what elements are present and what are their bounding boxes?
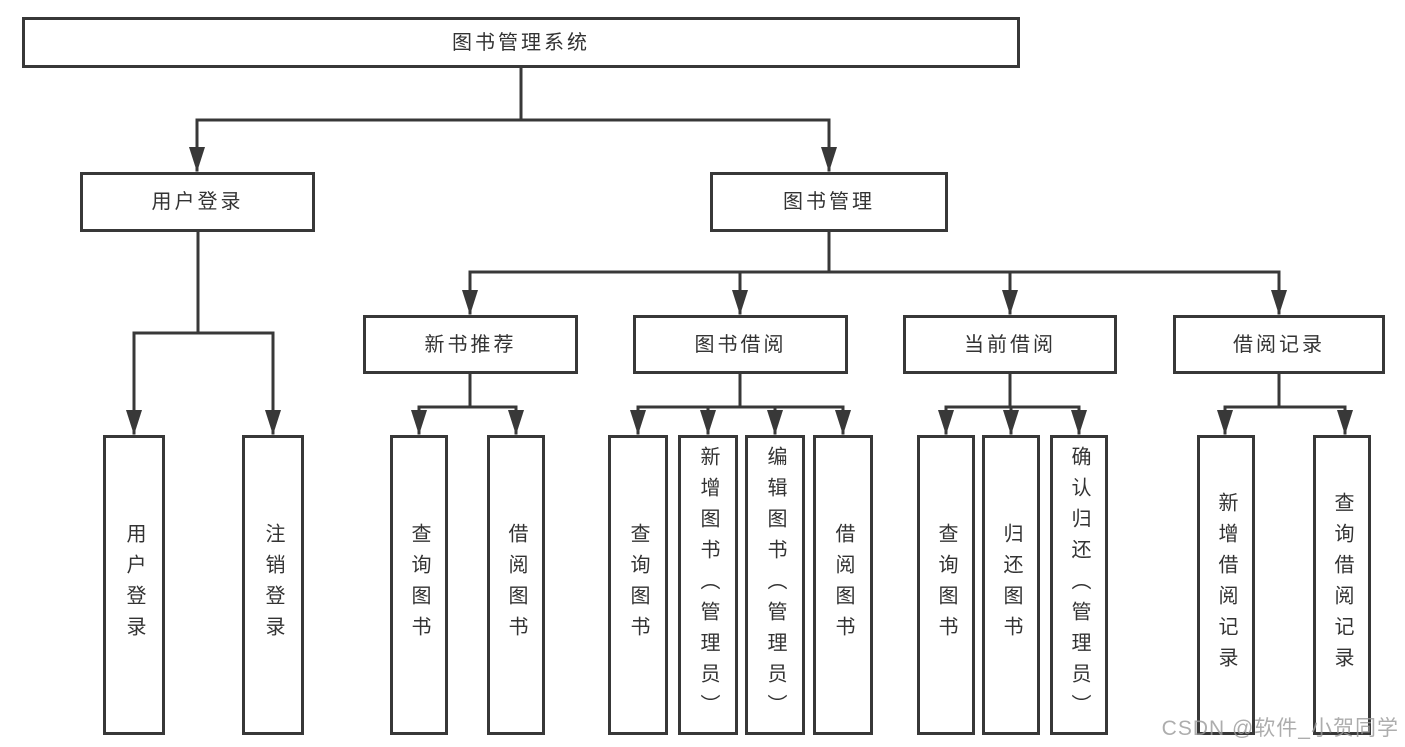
edges-user-login xyxy=(132,227,275,435)
leaf-query-books-1: 查询图书 xyxy=(390,435,448,735)
node-label: 图书借阅 xyxy=(694,333,787,356)
node-label: 查询借阅记录 xyxy=(1331,492,1353,678)
node-label: 编辑图书（管理员） xyxy=(764,445,786,725)
node-label: 图书管理系统 xyxy=(452,31,590,54)
leaf-user-login: 用户登录 xyxy=(103,435,165,735)
csdn-watermark: CSDN @软件_小贺同学 xyxy=(1161,717,1399,740)
arrow-icon xyxy=(835,410,851,435)
arrow-icon xyxy=(732,290,748,315)
node-label: 注销登录 xyxy=(262,523,284,647)
arrow-icon xyxy=(189,147,205,172)
node-label: 用户登录 xyxy=(151,191,244,213)
arrow-icon xyxy=(1337,410,1353,435)
node-label: 新增借阅记录 xyxy=(1215,492,1237,678)
node-current-borrow: 当前借阅 xyxy=(903,315,1117,374)
node-new-book-recommend: 新书推荐 xyxy=(363,315,578,374)
edges-book-borrow xyxy=(636,369,845,435)
node-label: 图书管理 xyxy=(783,191,875,213)
leaf-borrow-books-1: 借阅图书 xyxy=(487,435,545,735)
leaf-borrow-books-2: 借阅图书 xyxy=(813,435,873,735)
leaf-return-books: 归还图书 xyxy=(982,435,1040,735)
arrow-icon xyxy=(1003,410,1019,435)
arrow-icon xyxy=(821,147,837,172)
node-label: 借阅图书 xyxy=(832,523,854,647)
node-user-login: 用户登录 xyxy=(80,172,315,232)
leaf-query-books-3: 查询图书 xyxy=(917,435,975,735)
edges-new-book-recommend xyxy=(417,369,518,435)
node-label: 查询图书 xyxy=(408,523,430,647)
arrow-icon xyxy=(1002,290,1018,315)
arrowheads xyxy=(126,147,1353,435)
node-label: 确认归还（管理员） xyxy=(1068,445,1090,725)
arrow-icon xyxy=(265,410,281,435)
node-root: 图书管理系统 xyxy=(22,17,1020,68)
leaf-query-borrow-record: 查询借阅记录 xyxy=(1313,435,1371,735)
edges-root xyxy=(195,63,831,172)
edges-book-management xyxy=(468,227,1281,315)
arrow-icon xyxy=(1271,290,1287,315)
node-label: 用户登录 xyxy=(123,523,145,647)
node-label: 借阅图书 xyxy=(505,523,527,647)
node-label: 借阅记录 xyxy=(1233,333,1325,356)
arrow-icon xyxy=(630,410,646,435)
node-label: 当前借阅 xyxy=(964,333,1056,356)
node-label: 新增图书（管理员） xyxy=(697,445,719,725)
arrow-icon xyxy=(1071,410,1087,435)
node-label: 查询图书 xyxy=(627,523,649,647)
leaf-add-borrow-record: 新增借阅记录 xyxy=(1197,435,1255,735)
node-book-management: 图书管理 xyxy=(710,172,948,232)
arrow-icon xyxy=(411,410,427,435)
arrow-icon xyxy=(126,410,142,435)
leaf-confirm-return-admin: 确认归还（管理员） xyxy=(1050,435,1108,735)
node-label: 新书推荐 xyxy=(424,333,517,356)
node-borrow-records: 借阅记录 xyxy=(1173,315,1385,374)
arrow-icon xyxy=(1217,410,1233,435)
arrow-icon xyxy=(700,410,716,435)
arrow-icon xyxy=(938,410,954,435)
connector-lines xyxy=(132,63,1347,435)
edges-borrow-records xyxy=(1223,369,1347,435)
leaf-query-books-2: 查询图书 xyxy=(608,435,668,735)
arrow-icon xyxy=(508,410,524,435)
leaf-edit-books-admin: 编辑图书（管理员） xyxy=(745,435,805,735)
leaf-logout: 注销登录 xyxy=(242,435,304,735)
arrow-icon xyxy=(767,410,783,435)
node-label: 归还图书 xyxy=(1000,523,1022,647)
node-book-borrow: 图书借阅 xyxy=(633,315,848,374)
node-label: 查询图书 xyxy=(935,523,957,647)
leaf-add-books-admin: 新增图书（管理员） xyxy=(678,435,738,735)
arrow-icon xyxy=(462,290,478,315)
